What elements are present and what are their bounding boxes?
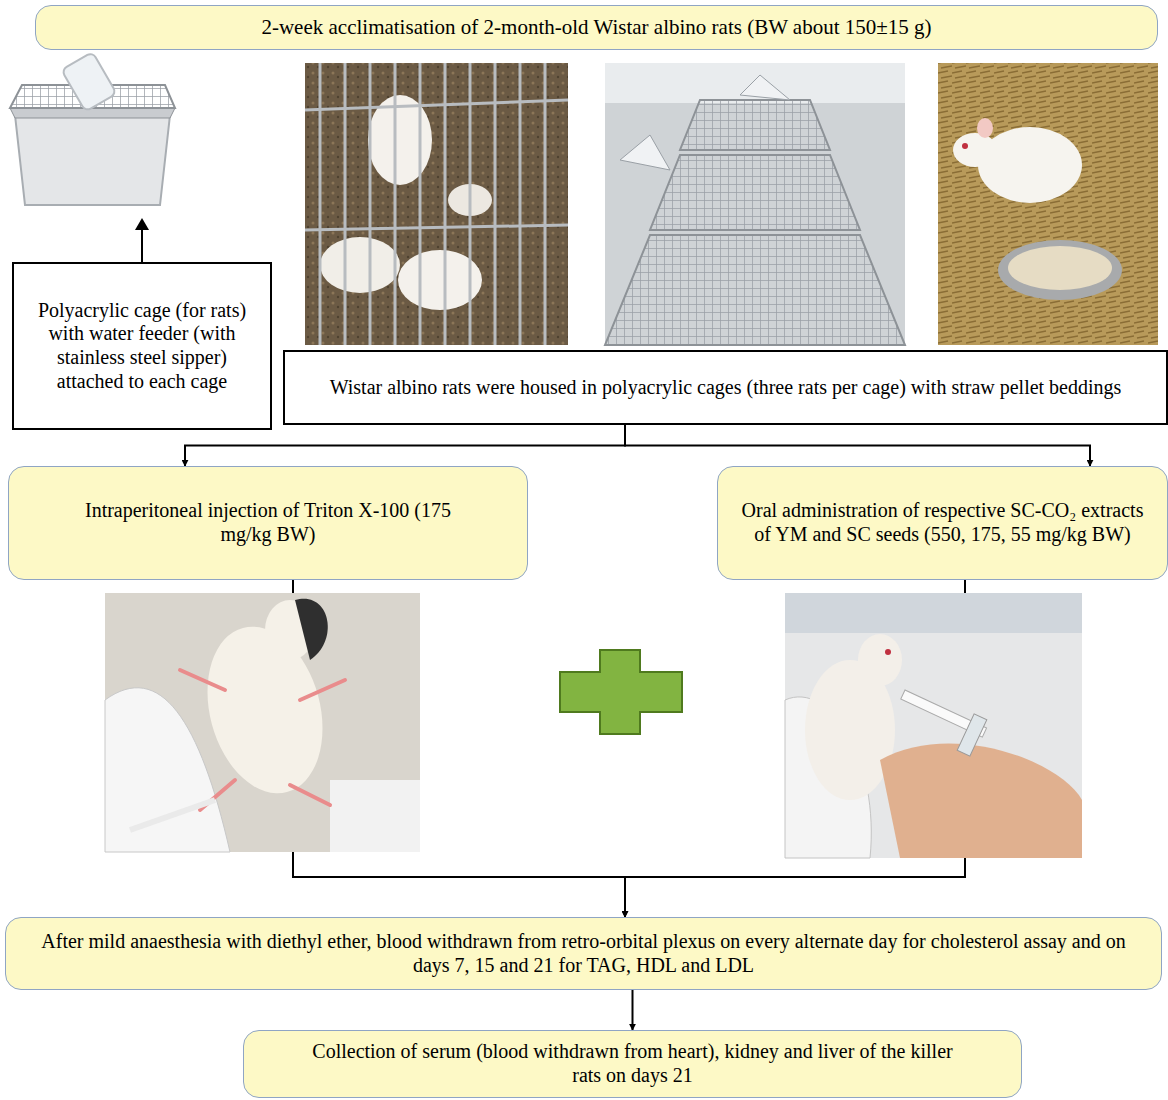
photo-rat-with-bowl xyxy=(938,63,1158,345)
process-box: Collection of serum (blood withdrawn fro… xyxy=(243,1030,1022,1098)
photo-rats-in-cage xyxy=(519,63,522,345)
connector-arrow xyxy=(632,990,634,1030)
photo-oral-gavage xyxy=(858,634,902,686)
process-box: After mild anaesthesia with diethyl ethe… xyxy=(5,917,1162,990)
photo-cage-row xyxy=(740,75,790,100)
photo-rats-in-cage xyxy=(305,225,568,230)
cage-picture xyxy=(10,52,175,205)
photo-injection xyxy=(180,670,225,690)
photo-cage-row xyxy=(605,63,905,103)
pointer-arrow xyxy=(141,228,143,262)
process-box: Oral administration of respective SC-CO₂… xyxy=(717,466,1168,580)
photo-rats-in-cage xyxy=(544,63,547,345)
photo-oral-gavage xyxy=(785,593,1082,633)
box-text: Wistar albino rats were housed in polyac… xyxy=(330,376,1122,400)
cage-picture xyxy=(10,108,175,118)
photo-injection xyxy=(105,593,420,852)
photo-rat-with-bowl xyxy=(938,63,1158,345)
photo-cage-row xyxy=(605,63,905,345)
photo-rats-in-cage xyxy=(305,63,568,345)
photo-rats-in-cage xyxy=(320,237,400,293)
cage-picture xyxy=(61,52,116,112)
box-text: Polyacrylic cage (for rats) with water f… xyxy=(24,299,260,393)
cage-picture xyxy=(61,52,116,112)
photo-injection xyxy=(290,785,330,805)
photo-cage-row xyxy=(680,100,830,150)
photo-injection xyxy=(295,599,328,660)
photo-oral-gavage xyxy=(785,593,1082,858)
photo-injection xyxy=(180,670,345,810)
note-box: Wistar albino rats were housed in polyac… xyxy=(283,350,1168,425)
photo-rats-in-cage xyxy=(305,100,568,110)
photo-rats-in-cage xyxy=(319,63,322,345)
photo-rat-with-bowl xyxy=(953,133,997,167)
photo-cage-row xyxy=(650,155,860,230)
pointer-arrow xyxy=(135,218,149,230)
photo-rat-with-bowl xyxy=(1008,246,1112,290)
photo-rats-in-cage xyxy=(494,63,497,345)
photo-oral-gavage xyxy=(785,593,1082,858)
photo-rats-in-cage xyxy=(305,63,568,345)
pointer-arrow xyxy=(135,218,149,262)
photo-oral-gavage xyxy=(885,649,891,655)
photo-oral-gavage xyxy=(957,714,987,756)
photo-oral-gavage xyxy=(880,743,1082,858)
note-box: Polyacrylic cage (for rats) with water f… xyxy=(12,262,272,430)
connector-arrow xyxy=(185,425,625,466)
photo-cage-row xyxy=(620,135,670,170)
photo-rat-with-bowl xyxy=(998,240,1122,300)
photo-rats-in-cage xyxy=(344,63,347,345)
photo-injection xyxy=(130,800,215,830)
photo-rat-with-bowl xyxy=(977,118,993,138)
box-text: Oral administration of respective SC-CO₂… xyxy=(734,499,1151,546)
photo-injection xyxy=(300,680,345,700)
photo-rat-with-bowl xyxy=(978,127,1082,203)
connector-arrow xyxy=(625,425,1090,466)
photo-cage-row xyxy=(605,235,905,345)
process-box: 2-week acclimatisation of 2-month-old Wi… xyxy=(35,5,1158,50)
photo-rat-with-bowl xyxy=(962,143,968,149)
photo-rats-in-cage xyxy=(369,63,372,345)
cage-picture xyxy=(15,115,170,205)
photo-rats-in-cage xyxy=(305,63,568,345)
plus-sign xyxy=(560,650,682,734)
photo-injection xyxy=(105,593,420,852)
process-box: Intraperitoneal injection of Triton X-10… xyxy=(8,466,528,580)
photo-injection xyxy=(330,780,420,852)
photo-rats-in-cage xyxy=(469,63,472,345)
box-text: Collection of serum (blood withdrawn fro… xyxy=(304,1040,961,1087)
box-text: Intraperitoneal injection of Triton X-10… xyxy=(69,499,467,546)
box-text: 2-week acclimatisation of 2-month-old Wi… xyxy=(261,15,931,40)
photo-cage-row xyxy=(605,63,905,345)
box-text: After mild anaesthesia with diethyl ethe… xyxy=(36,930,1131,977)
